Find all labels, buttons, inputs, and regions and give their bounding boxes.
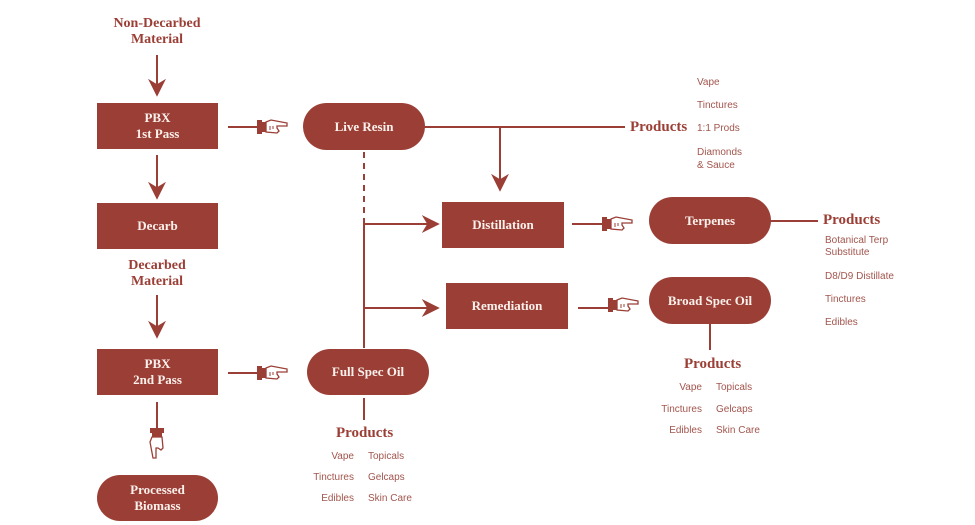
node-label: PBX: [144, 356, 171, 371]
node-label: Distillation: [472, 217, 534, 232]
node-broad-spec-oil[interactable]: Broad Spec Oil: [649, 277, 771, 324]
product-item: Tinctures: [697, 100, 738, 111]
product-item: Gelcaps: [368, 472, 405, 483]
pointing-hand-icon: [256, 365, 288, 381]
product-item: Diamonds: [697, 147, 743, 158]
product-item: Skin Care: [716, 425, 760, 436]
product-item: Tinctures: [825, 294, 866, 305]
node-label: Broad Spec Oil: [667, 292, 753, 308]
node-label: Processed: [130, 482, 185, 497]
input-non-decarbed-material: Non-Decarbed Material: [97, 16, 217, 48]
node-label: Remediation: [471, 298, 543, 313]
node-label: 2nd Pass: [133, 372, 182, 387]
node-distillation[interactable]: Distillation: [442, 202, 564, 248]
label-line: Material: [130, 32, 184, 47]
product-item: Gelcaps: [716, 404, 753, 415]
products-heading-broad-spec: Products: [684, 356, 742, 372]
product-item: Botanical Terp: [825, 235, 889, 246]
pointing-hand-icon: [256, 119, 288, 135]
product-item: Edibles: [669, 425, 702, 436]
node-label: 1st Pass: [135, 126, 180, 141]
product-item: Substitute: [825, 247, 870, 258]
node-decarb[interactable]: Decarb: [97, 203, 218, 249]
label-line: Material: [130, 274, 184, 289]
label-line: Non-Decarbed: [113, 16, 201, 31]
products-heading-live-resin: Products: [630, 119, 688, 135]
node-remediation[interactable]: Remediation: [446, 283, 568, 329]
product-item: Tinctures: [313, 472, 354, 483]
input-decarbed-material: Decarbed Material: [97, 258, 217, 290]
node-label: Terpenes: [684, 212, 736, 228]
product-item: & Sauce: [697, 160, 735, 171]
product-item: Edibles: [825, 317, 858, 328]
product-item: Vape: [697, 77, 720, 88]
product-item: Edibles: [321, 493, 354, 504]
products-heading-full-spec: Products: [336, 425, 394, 441]
product-item: Vape: [331, 451, 354, 462]
pointing-hand-icon: [607, 297, 639, 313]
pointing-hand-icon: [601, 216, 633, 232]
product-item: 1:1 Prods: [697, 123, 740, 134]
product-item: D8/D9 Distillate: [825, 271, 894, 282]
node-label: Full Spec Oil: [331, 364, 405, 379]
product-item: Topicals: [368, 451, 405, 462]
node-label: Biomass: [134, 498, 181, 513]
node-label: Live Resin: [334, 118, 394, 134]
node-label: Decarb: [137, 218, 178, 233]
product-item: Vape: [679, 382, 702, 393]
pointing-hand-down-icon: [149, 427, 165, 459]
product-item: Topicals: [716, 382, 753, 393]
node-label: PBX: [144, 110, 171, 125]
product-item: Skin Care: [368, 493, 412, 504]
node-full-spec-oil[interactable]: Full Spec Oil: [307, 349, 429, 395]
label-line: Decarbed: [128, 258, 186, 273]
products-heading-terpenes: Products: [823, 212, 881, 228]
product-item: Tinctures: [661, 404, 702, 415]
node-terpenes[interactable]: Terpenes: [649, 197, 771, 244]
node-live-resin[interactable]: Live Resin: [303, 103, 425, 150]
